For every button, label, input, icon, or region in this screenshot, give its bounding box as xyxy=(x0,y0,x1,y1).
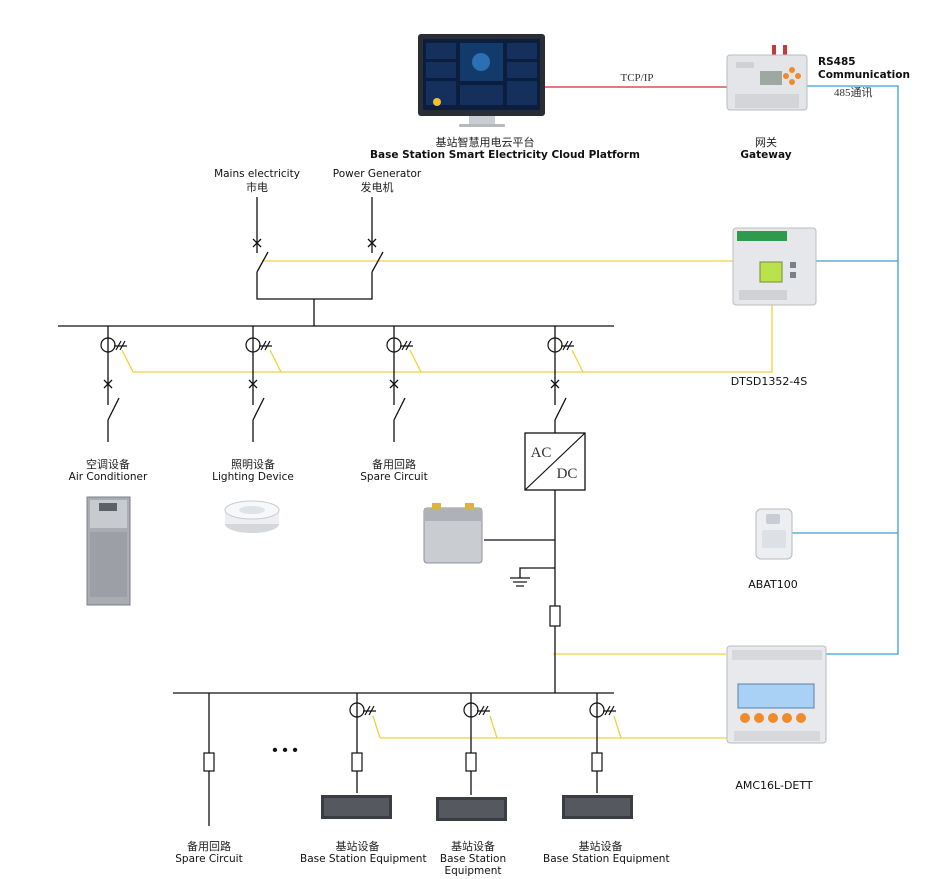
cloud-platform-label: 基站智慧用电云平台 Base Station Smart Electricity… xyxy=(370,136,640,162)
lighting-label-en: Lighting Device xyxy=(212,471,294,483)
dtsd-model-label: DTSD1352-4S xyxy=(730,375,808,388)
air-conditioner-label-en: Air Conditioner xyxy=(68,471,148,483)
base-station-equipment-icon xyxy=(436,797,507,821)
base-station-3-label-en: Base Station Equipment xyxy=(543,853,670,865)
ac-dc-converter xyxy=(524,432,586,491)
breaker-marks xyxy=(103,238,560,389)
base-station-2-label-cn: 基站设备 xyxy=(451,840,495,853)
mains-label: Mains electricity 市电 xyxy=(212,168,302,194)
mains-label-en: Mains electricity xyxy=(214,168,300,180)
abat100-device-icon xyxy=(755,508,793,560)
base-station-1-label: 基站设备 Base Station Equipment xyxy=(300,840,427,866)
base-station-2-label-en: Base Station Equipment xyxy=(439,853,507,877)
spare-circuit-lower-label-en: Spare Circuit xyxy=(175,853,243,865)
battery-icon xyxy=(423,503,483,564)
spare-circuit-lower-label-cn: 备用回路 xyxy=(187,840,231,853)
gateway-label-cn: 网关 xyxy=(755,136,777,149)
generator-label-cn: 发电机 xyxy=(360,181,394,194)
rs485-label: RS485 Communication 485通讯 xyxy=(818,56,918,100)
current-transformers xyxy=(100,337,616,718)
spare-circuit-upper-label-cn: 备用回路 xyxy=(372,458,416,471)
air-conditioner-label: 空调设备 Air Conditioner xyxy=(63,458,153,484)
base-station-2-label: 基站设备 Base Station Equipment xyxy=(438,840,508,877)
rs485-cn: 485通讯 xyxy=(834,87,873,99)
spare-circuit-lower-label: 备用回路 Spare Circuit xyxy=(164,840,254,866)
converter-dc-label: DC xyxy=(556,466,578,482)
air-conditioner-cabinet-icon xyxy=(86,496,131,606)
base-station-1-label-en: Base Station Equipment xyxy=(300,853,427,865)
lighting-label-cn: 照明设备 xyxy=(231,458,275,471)
abat-model-label: ABAT100 xyxy=(748,578,798,591)
lighting-fixture-icon xyxy=(224,500,280,533)
power-lines xyxy=(58,197,614,826)
rs485-subtitle: Communication xyxy=(818,69,910,81)
ellipsis-label: • • • xyxy=(272,742,298,759)
spare-circuit-upper-label: 备用回路 Spare Circuit xyxy=(349,458,439,484)
base-station-equipment-icon xyxy=(321,795,392,819)
base-station-equipment-icon xyxy=(562,795,633,819)
generator-label: Power Generator 发电机 xyxy=(332,168,422,194)
cloud-platform-label-cn: 基站智慧用电云平台 xyxy=(435,136,535,149)
ground-icon xyxy=(510,577,530,587)
cloud-platform-label-en: Base Station Smart Electricity Cloud Pla… xyxy=(370,149,640,161)
gateway-label: 网关 Gateway xyxy=(736,136,796,162)
base-station-3-label: 基站设备 Base Station Equipment xyxy=(543,840,670,866)
dtsd1352-meter-icon xyxy=(732,227,817,306)
generator-label-en: Power Generator xyxy=(332,168,422,180)
rs485-bus xyxy=(792,85,899,655)
amc16l-meter-icon xyxy=(726,645,827,744)
amc-model-label: AMC16L-DETT xyxy=(735,779,813,792)
gateway-device-icon xyxy=(726,45,808,111)
tcp-ip-label: TCP/IP xyxy=(620,72,654,84)
lighting-label: 照明设备 Lighting Device xyxy=(208,458,298,484)
converter-ac-label: AC xyxy=(530,445,552,461)
spare-circuit-upper-label-en: Spare Circuit xyxy=(360,471,428,483)
base-station-3-label-cn: 基站设备 xyxy=(578,840,623,853)
rs485-title: RS485 xyxy=(818,56,856,68)
air-conditioner-label-cn: 空调设备 xyxy=(86,458,130,471)
gateway-label-en: Gateway xyxy=(740,149,792,161)
fuses xyxy=(203,605,603,772)
mains-label-cn: 市电 xyxy=(246,181,268,194)
signal-lines xyxy=(121,260,773,739)
cloud-platform-monitor-icon xyxy=(418,34,545,127)
base-station-1-label-cn: 基站设备 xyxy=(335,840,380,853)
